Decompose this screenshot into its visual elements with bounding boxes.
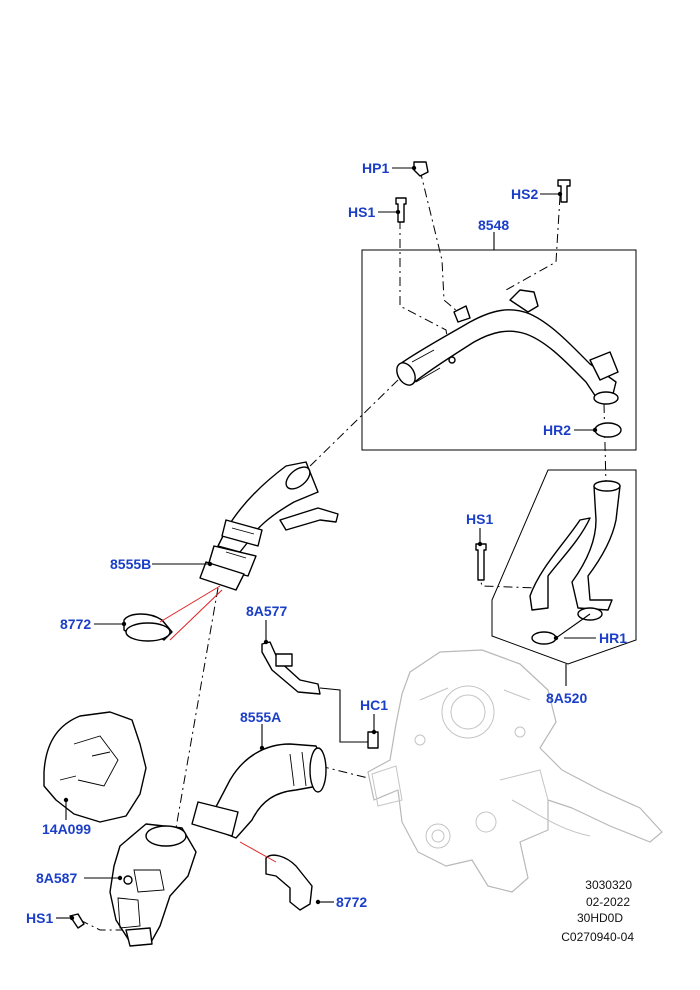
clip-8772-lower: [239, 841, 313, 911]
callout-8a577: 8A577: [246, 603, 287, 619]
part-8548-coolant-pipe: [396, 289, 619, 405]
reference-line-1: 3030320: [585, 878, 632, 892]
part-8a587-housing: [109, 823, 197, 947]
part-8a577-hose: [261, 641, 368, 743]
bolt-hs2: [557, 179, 571, 203]
part-8555b-hose: [199, 461, 339, 591]
callout-8a520: 8A520: [546, 690, 587, 706]
reference-line-2: 02-2022: [586, 895, 630, 909]
reference-line-3: 30HD0D: [577, 911, 623, 925]
callout-8772-lower: 8772: [336, 894, 367, 910]
clip-hc1: [367, 731, 379, 749]
part-hr2-oring: [594, 422, 622, 438]
bolt-hs1-top: [395, 197, 407, 223]
group-box-8a520: [491, 469, 637, 665]
part-8555a-hose: [191, 743, 327, 839]
callout-hs1-top: HS1: [348, 204, 375, 220]
part-8a520-coolant-pipe: [529, 480, 621, 645]
plug-hp1: [413, 161, 429, 177]
group-box-8548: [361, 249, 637, 451]
clip-8772-upper: [123, 585, 223, 642]
callout-hs1-middle: HS1: [466, 511, 493, 527]
reference-block: 3030320 02-2022 30HD0D C0270940-04: [561, 878, 634, 944]
assembly-lines: [79, 169, 607, 931]
callout-hs2: HS2: [511, 186, 538, 202]
engine-block-ghost: [367, 649, 663, 893]
leader-lines: [56, 167, 596, 919]
part-14a099-shield: [43, 711, 147, 823]
callout-hs1-bottom: HS1: [26, 910, 53, 926]
leader-dots: [63, 165, 598, 921]
callout-hr2: HR2: [543, 422, 571, 438]
reference-line-4: C0270940-04: [561, 930, 634, 944]
callout-8a587: 8A587: [36, 870, 77, 886]
callout-8772-upper: 8772: [60, 616, 91, 632]
callout-hp1: HP1: [362, 160, 389, 176]
bolt-hs1-middle: [475, 543, 487, 581]
callout-8555a: 8555A: [240, 709, 281, 725]
callout-14a099: 14A099: [42, 821, 91, 837]
callout-hr1: HR1: [599, 630, 627, 646]
callout-hc1: HC1: [360, 697, 388, 713]
callout-8548: 8548: [478, 217, 509, 233]
callout-8555b: 8555B: [110, 556, 151, 572]
